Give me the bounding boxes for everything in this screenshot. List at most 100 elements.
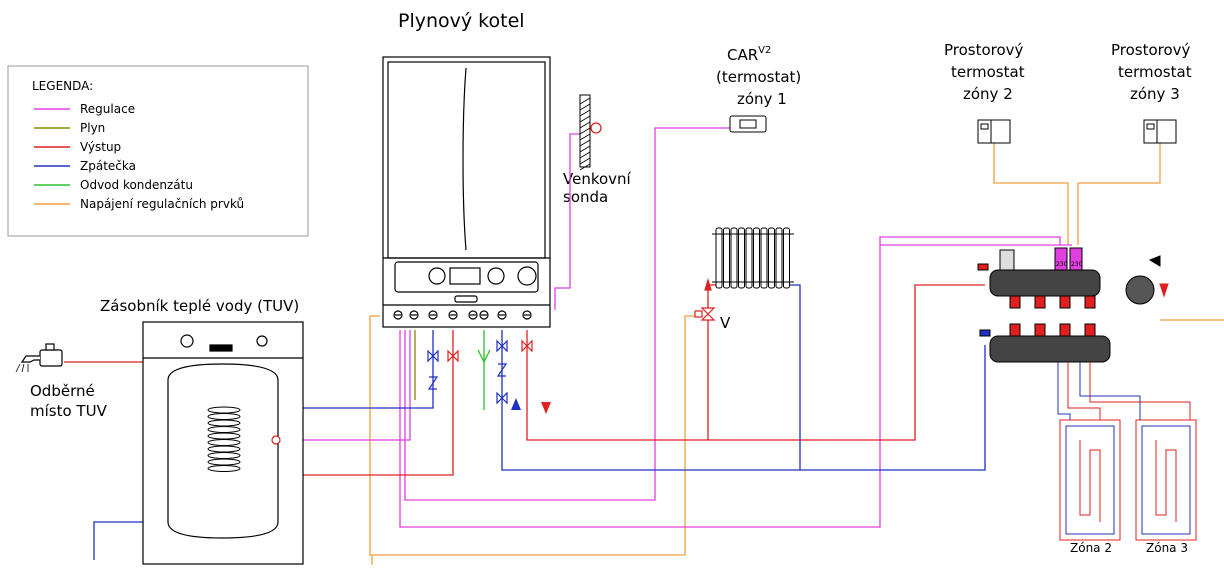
tap-point-label-2: místo TUV [30,402,108,420]
tap-point-label-1: Odběrné [30,382,95,400]
tank-sensor [271,435,281,445]
wall-hatch-line [579,157,591,165]
control-line-zone2 [399,236,1061,528]
pump-valve-head [1148,255,1161,267]
manifold-return-port-2 [1059,323,1071,337]
legend-item-3: Zpátečka [80,159,136,173]
boiler-control-panel [394,261,539,293]
legend: LEGENDA: RegulacePlynVýstupZpátečkaOdvod… [7,65,309,237]
flow-arrow-down [541,402,551,414]
boiler-connection-2 [428,310,438,320]
gas-boiler [382,56,551,328]
flow-ball-valve [977,263,989,271]
check-valve-0 [427,376,439,390]
radiator-fin-1 [723,227,730,289]
radiator [712,227,794,289]
outdoor-sensor-label-2: sonda [563,188,608,206]
car-screen [739,119,757,129]
zone3-serpentine [1155,440,1177,522]
thermostat3-label-1: Prostorový [1111,41,1191,59]
radiator-fin-3 [738,227,745,289]
manifold-return-port-0 [1009,323,1021,337]
legend-item-0: Regulace [80,102,135,116]
wall-hatch-line [579,115,591,123]
outdoor-sensor-icon [590,122,602,134]
zone2-return [1057,362,1071,420]
flow-line-tank [245,330,454,476]
control-line-sensor [554,133,588,310]
radiator-fin-6 [760,227,768,289]
thermostat2-label-1: Prostorový [944,41,1024,59]
mixing-head [999,249,1015,271]
manifold-flow-port-1 [1034,295,1046,309]
tank-indicator [256,335,268,347]
tap-water-icon [15,363,29,373]
dhw-tank [142,321,304,565]
manifold-flow-bar [989,269,1101,297]
boiler-connection-6 [497,310,507,320]
wall-hatch-line [579,151,591,159]
manifold-return-bar [989,335,1111,363]
wall-hatch-line [579,133,591,141]
car-label-line2: (termostat) [716,68,801,86]
ball-valve-2 [496,339,508,353]
radiator-fin-9 [783,227,790,289]
outdoor-sensor-label-1: Venkovní [563,170,632,188]
zone3-label: Zóna 3 [1146,541,1188,555]
return-arrow-up [511,398,521,410]
boiler-connections [393,310,532,320]
car-label: CARV2 [727,45,771,64]
manifold-return-port-3 [1084,323,1096,337]
thermostat2-label-2: termostat [951,63,1025,81]
tap-body [39,349,63,367]
control-line-car [404,127,730,501]
underfloor-manifold: 230 230 [977,247,1169,363]
wall-hatch-line [579,109,591,117]
boiler-connection-1 [409,310,419,320]
pipe-fittings [427,339,533,405]
wall-hatch-line [579,139,591,147]
pump-flow-arrow [1159,283,1169,298]
wall-hatch-line [579,103,591,111]
ball-valve-1 [447,349,459,363]
boiler-front-curve [462,67,467,251]
manifold-return-port-1 [1034,323,1046,337]
ball-valve-4 [496,391,508,405]
legend-item-2: Výstup [80,140,121,154]
manifold-flow-port-3 [1084,295,1096,309]
thermostat3-label-2: termostat [1118,63,1192,81]
tank-thermometer [180,334,194,348]
boiler-connection-0 [393,310,403,320]
boiler-gauge [517,266,537,286]
zone3-return [1079,362,1141,420]
legend-item-5: Napájení regulačních prvků [80,197,244,211]
thermostat-zone2 [977,119,1011,144]
zone2-inner-loop [1065,425,1115,535]
radiator-fin-5 [753,227,760,289]
thermostat3-device [1143,119,1177,144]
ball-valve-0 [427,349,439,363]
car-label-line3: zóny 1 [737,90,787,108]
zone2-feed [1067,362,1101,420]
boiler-connection-5 [479,310,489,320]
boiler-connection-3 [448,310,458,320]
thermostat2-device [977,119,1011,144]
circulation-pump [1125,275,1155,305]
boiler-logo [454,295,478,303]
tank-logo [209,344,233,352]
radiator-fin-4 [745,227,753,289]
legend-item-4: Odvod kondenzátu [80,178,193,192]
mixing-valve-body [700,307,716,321]
zone2-label: Zóna 2 [1070,541,1112,555]
legend-title: LEGENDA: [32,79,93,93]
power-line-thermostat2 [993,143,1069,245]
mixing-valve-actuator [694,310,703,318]
return-line-radiator [790,284,801,470]
control-line-tank-sensor [280,330,411,441]
manifold-actuator-2 [1069,247,1083,271]
legend-box [7,65,309,237]
legend-item-1: Plyn [80,121,105,135]
flow-line-heating [526,284,985,441]
